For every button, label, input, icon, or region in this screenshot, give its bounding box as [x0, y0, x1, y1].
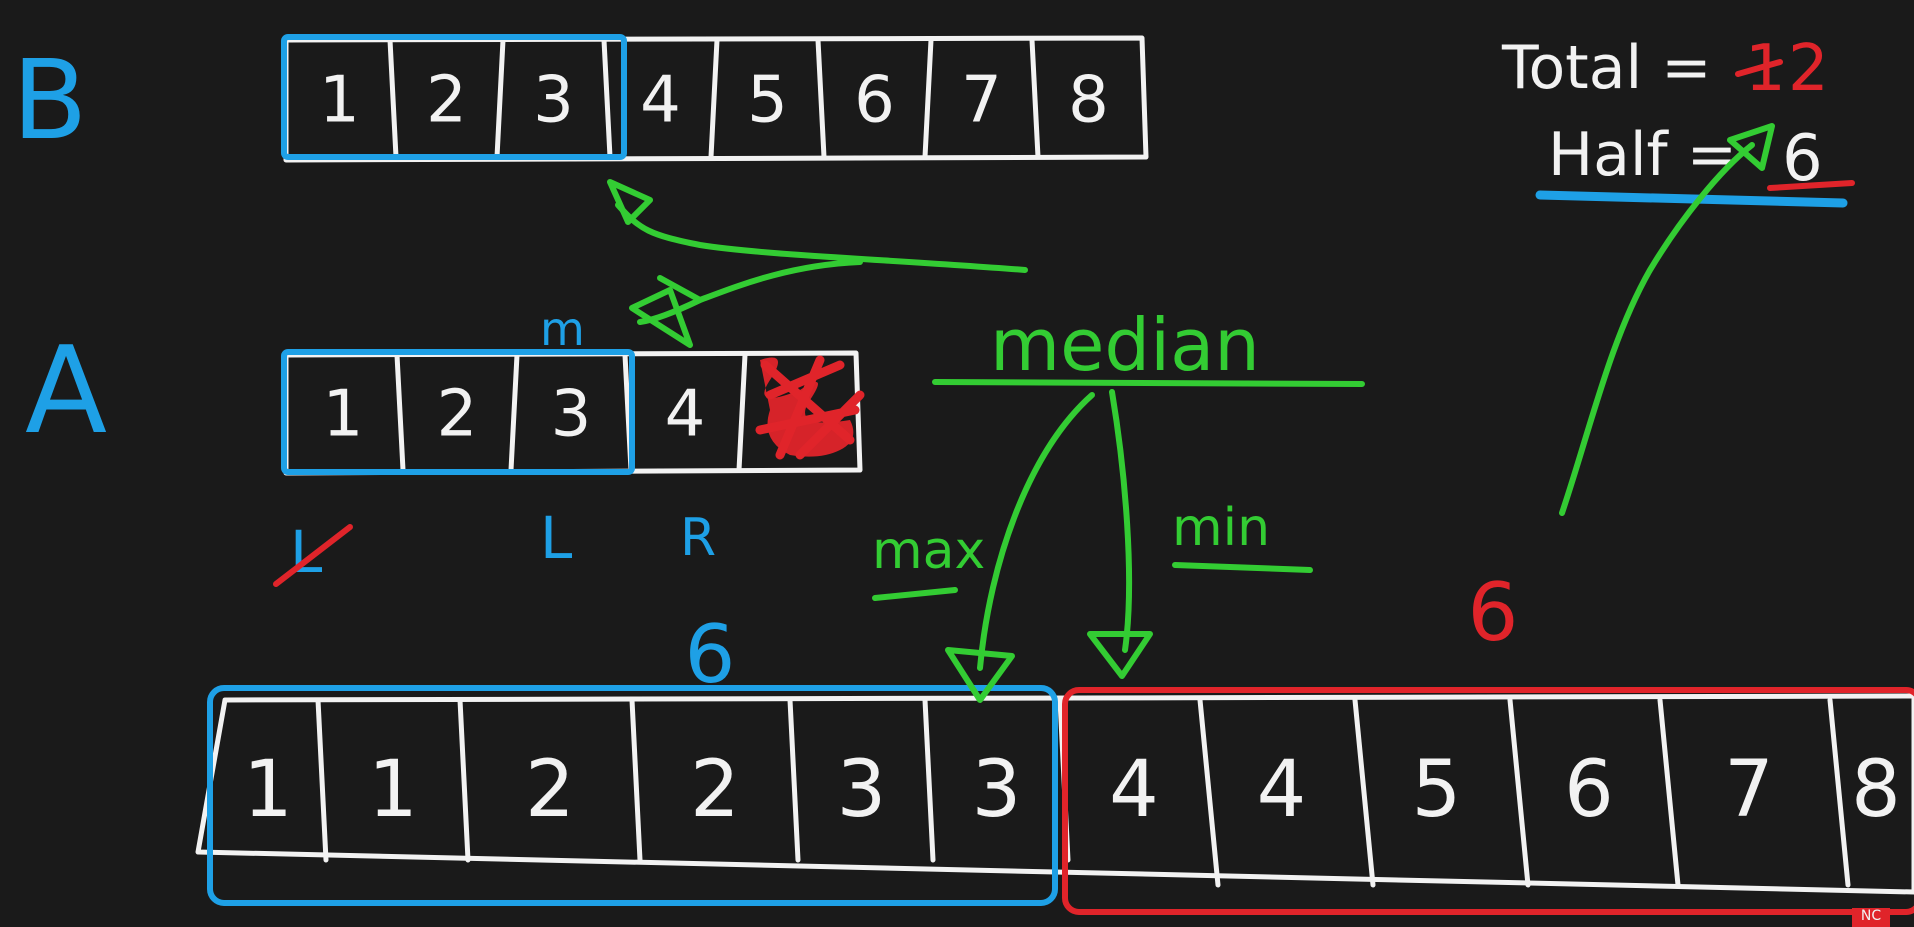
array-b-divider [494, 37, 506, 160]
half-red-underline [1767, 180, 1855, 191]
right-pointer: R [680, 508, 716, 568]
merged-array-divider [315, 697, 329, 863]
merged-array-cell-value: 4 [1257, 745, 1307, 835]
median-annotation: median max min [872, 303, 1365, 703]
array-a-divider [736, 352, 748, 473]
arrow-to-a-head [629, 287, 693, 348]
merged-array-divider [629, 697, 643, 863]
min-label: min [1172, 498, 1270, 558]
merged-array-cell-value: 4 [1109, 745, 1159, 835]
merged-array-divider [1657, 697, 1681, 888]
median-underline [932, 379, 1365, 387]
merged-array-divider [457, 697, 471, 863]
array-b-divider [1029, 37, 1041, 160]
merged-array-cell-value: 3 [972, 745, 1022, 835]
array-a-cell-value: 3 [551, 378, 592, 452]
median-label: median [990, 303, 1260, 387]
arrow-to-b [615, 202, 1028, 273]
arrow-branch [657, 275, 703, 303]
merged-array-divider [787, 697, 801, 863]
array-b-label: B [12, 36, 87, 164]
array-a-cell-value: 1 [323, 378, 364, 452]
arrow-to-half-head [1727, 123, 1775, 171]
total-label: Total = [1501, 33, 1711, 103]
right-half-count: 6 [1468, 566, 1519, 659]
pointer-arrows [607, 179, 1028, 348]
merged-array-cell-value: 2 [525, 745, 575, 835]
merged-array-cell-value: 1 [368, 745, 418, 835]
total-new-digit: 2 [1788, 32, 1829, 106]
mid-marker-label: m [540, 302, 585, 356]
min-arrow [1109, 389, 1133, 653]
max-arrowhead [945, 647, 1015, 703]
array-b-cell-value: 3 [533, 64, 574, 138]
merged-array-cell-value: 3 [837, 745, 887, 835]
array-a-cell-value: 2 [437, 378, 478, 452]
array-a-left-partition [281, 349, 635, 475]
merged-array-cell-value: 6 [1564, 745, 1614, 835]
merged-array-cell-value: 5 [1412, 745, 1462, 835]
merged-array-divider [1352, 697, 1376, 888]
array-a-label: A [25, 322, 107, 461]
total-half-calc: Total = 1 2 Half = 6 [1501, 32, 1855, 516]
pointers: L L R [273, 504, 716, 587]
max-label: max [872, 521, 985, 581]
array-b-divider [387, 37, 399, 160]
array-b-cell-value: 4 [640, 64, 681, 138]
array-b-cell-value: 5 [747, 64, 788, 138]
max-underline [872, 587, 958, 601]
array-a-divider [394, 352, 406, 473]
arrow-to-b-head [607, 179, 653, 225]
array-b-cell-value: 8 [1068, 64, 1109, 138]
array-b-divider [601, 37, 613, 160]
merged-right-partition [1062, 687, 1914, 915]
min-arrowhead [1087, 631, 1153, 679]
array-b-cell-value: 6 [854, 64, 895, 138]
merged-array-cell-value: 8 [1851, 745, 1901, 835]
half-blue-underline [1535, 190, 1848, 208]
merged-array-divider [1197, 697, 1221, 888]
strike-line [273, 524, 353, 587]
half-label: Half = [1548, 120, 1737, 190]
array-b-divider [815, 37, 827, 160]
array-a-divider [508, 352, 520, 473]
channel-watermark: NC [1852, 908, 1890, 927]
array-b-cell-value: 1 [319, 64, 360, 138]
array-b-cell-value: 7 [961, 64, 1002, 138]
merged-left-partition [207, 685, 1058, 906]
merged-array-cell-value: 7 [1724, 745, 1774, 835]
array-b-divider [922, 37, 934, 160]
watermark-text: NC [1861, 908, 1881, 924]
arrow-to-a [637, 259, 863, 325]
merged-array-cell-value: 1 [243, 745, 293, 835]
total-strike [1735, 59, 1783, 77]
array-b-divider [708, 37, 720, 160]
array-b-cell-value: 2 [426, 64, 467, 138]
merged-array-cell-value: 2 [690, 745, 740, 835]
min-underline [1172, 562, 1313, 573]
array-a-cell-value: 4 [665, 378, 706, 452]
max-arrow [977, 392, 1095, 671]
scribbled-out-cell [755, 355, 865, 460]
merged-array-divider [922, 697, 936, 863]
arrow-to-half [1559, 142, 1755, 516]
merged-array-divider [1827, 697, 1851, 888]
left-pointer: L [540, 504, 572, 572]
array-b-left-partition [281, 34, 627, 160]
merged-array-divider [1507, 697, 1531, 888]
